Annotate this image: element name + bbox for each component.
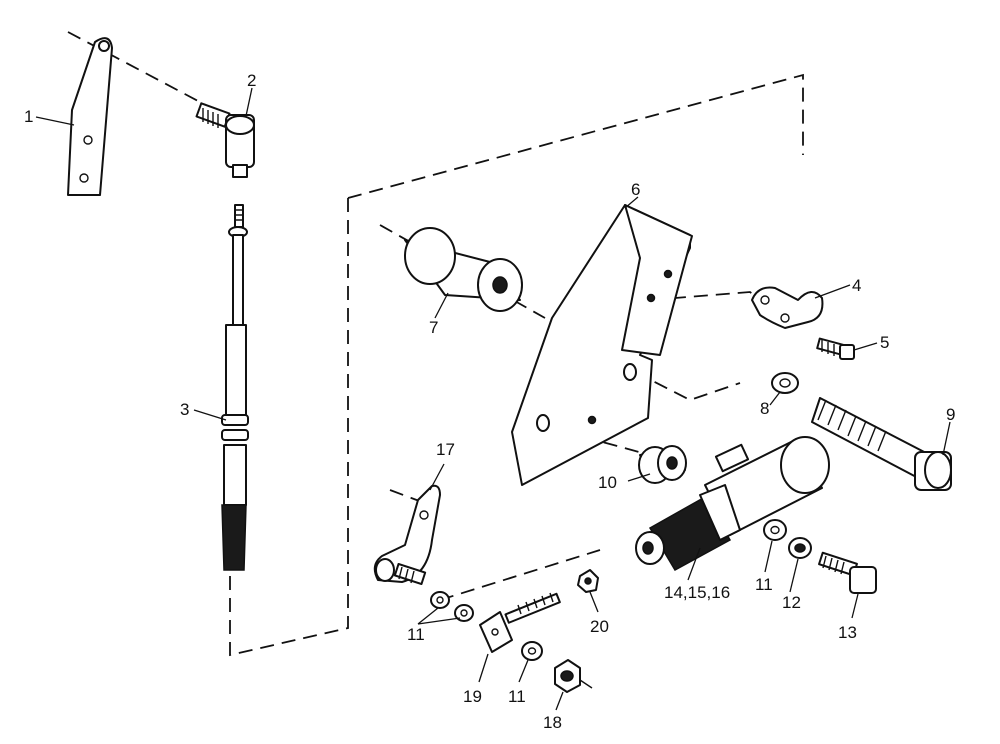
handle-assembly-part-14-15-16 [635,436,830,572]
label-12: 12 [782,593,801,612]
control-cable-part-3 [221,204,249,571]
bolt-part-13 [818,551,877,594]
label-6: 6 [631,180,640,199]
clamp-part-4 [751,286,824,329]
label-14-15-16: 14,15,16 [664,583,730,602]
washer-part-11-right [763,519,787,541]
bracket-part-1 [67,37,113,196]
washer-part-8 [771,372,799,394]
label-5: 5 [880,333,889,352]
label-8: 8 [760,399,769,418]
leader-lines [35,87,951,711]
label-18: 18 [543,713,562,732]
label-10: 10 [598,473,617,492]
spacer-tube-part-7 [404,227,523,312]
label-20: 20 [590,617,609,636]
lock-washer-part-12 [788,537,812,559]
washer-part-11-lower [521,641,543,661]
label-9: 9 [946,405,955,424]
bushing-part-10 [638,445,687,484]
nut-part-20 [577,569,599,593]
threaded-tab-part-19 [479,592,561,653]
label-13: 13 [838,623,857,642]
assembly-dashed-lines [67,31,804,657]
washer-part-11-left-1 [430,591,450,609]
screw-part-5 [816,337,855,360]
ball-joint-part-2 [195,102,255,178]
label-2: 2 [247,71,256,90]
callout-labels: 1 2 3 4 5 6 7 8 9 10 11 11 11 12 13 14,1… [24,71,955,732]
label-19: 19 [463,687,482,706]
mounting-plate-part-6 [511,204,693,486]
long-bolt-part-9 [811,397,952,491]
label-17: 17 [436,440,455,459]
label-1: 1 [24,107,33,126]
label-11-left: 11 [407,625,425,644]
label-11-bottom: 11 [508,687,526,706]
washer-part-11-left-2 [454,604,474,622]
label-3: 3 [180,400,189,419]
label-7: 7 [429,318,438,337]
lever-bracket-part-17 [373,484,441,586]
label-11-right: 11 [755,575,773,594]
lock-nut-part-18 [554,659,593,693]
label-4: 4 [852,276,861,295]
